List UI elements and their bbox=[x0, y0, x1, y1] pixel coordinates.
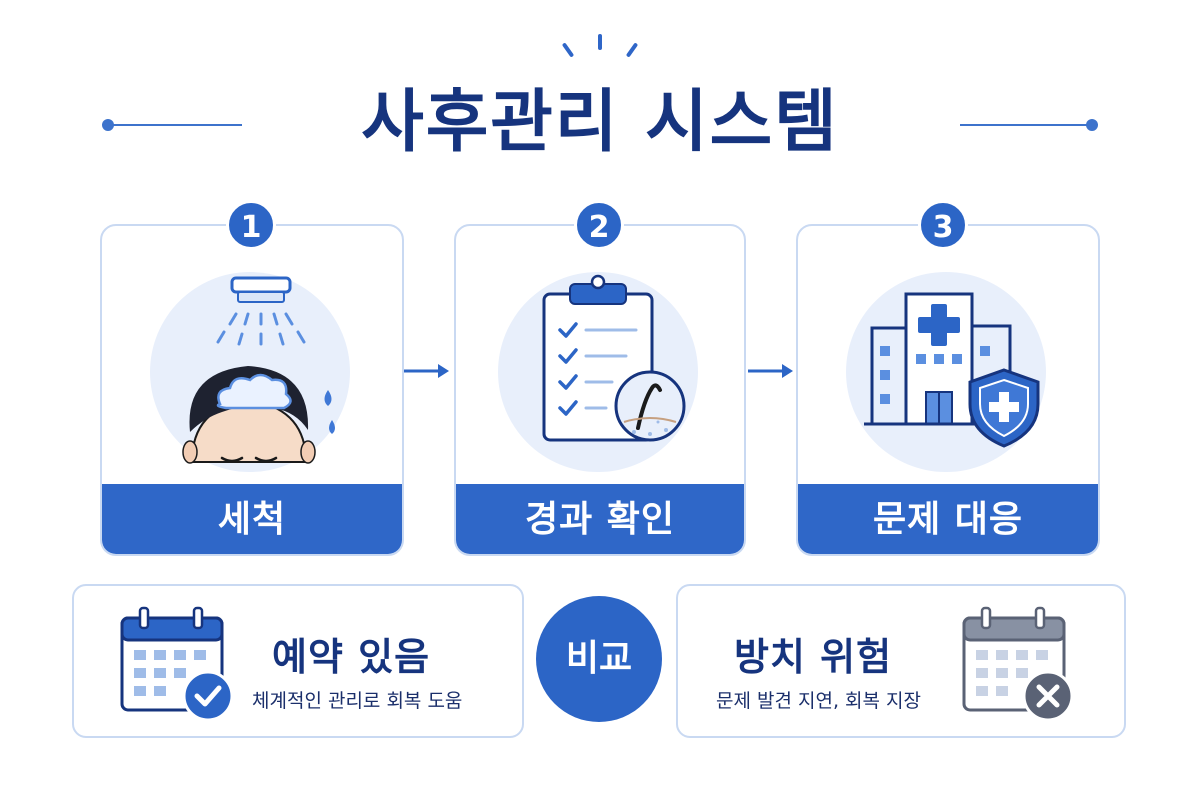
sparkle-right-icon bbox=[625, 42, 639, 58]
step-card-checkup: 경과 확인 bbox=[454, 224, 746, 556]
decor-line-left bbox=[112, 124, 242, 126]
step-number-badge: 1 bbox=[226, 200, 276, 250]
decor-dot-right bbox=[1086, 119, 1098, 131]
sparkle-center-icon bbox=[598, 34, 602, 50]
panel-description: 문제 발견 지연, 회복 지장 bbox=[716, 690, 921, 712]
step-card-response: 문제 대응 bbox=[796, 224, 1100, 556]
panel-title: 예약 있음 bbox=[272, 635, 431, 679]
step-number-badge: 2 bbox=[574, 200, 624, 250]
page-title: 사후관리 시스템 bbox=[361, 83, 839, 162]
decor-dot-left bbox=[102, 119, 114, 131]
sparkle-left-icon bbox=[561, 42, 575, 58]
step-card-wash: 세척 bbox=[100, 224, 404, 556]
calendar-x-icon bbox=[962, 606, 1074, 722]
arrow-right-icon bbox=[748, 364, 793, 378]
step-label: 경과 확인 bbox=[456, 484, 744, 554]
shower-washing-head-icon bbox=[182, 276, 335, 464]
comparison-panel-neglect: 방치 위험 문제 발견 지연, 회복 지장 bbox=[676, 584, 1126, 738]
compare-badge: 비교 bbox=[536, 596, 662, 722]
clipboard-checklist-icon bbox=[542, 274, 686, 442]
step-number-badge: 3 bbox=[918, 200, 968, 250]
step-label: 세척 bbox=[102, 484, 402, 554]
panel-title: 방치 위험 bbox=[734, 635, 893, 679]
comparison-panel-booked: 예약 있음 체계적인 관리로 회복 도움 bbox=[72, 584, 524, 738]
decor-line-right bbox=[960, 124, 1088, 126]
arrow-right-icon bbox=[404, 364, 449, 378]
panel-description: 체계적인 관리로 회복 도움 bbox=[252, 690, 463, 712]
calendar-check-icon bbox=[120, 606, 234, 722]
step-label: 문제 대응 bbox=[798, 484, 1098, 554]
hospital-shield-icon bbox=[864, 292, 1040, 448]
